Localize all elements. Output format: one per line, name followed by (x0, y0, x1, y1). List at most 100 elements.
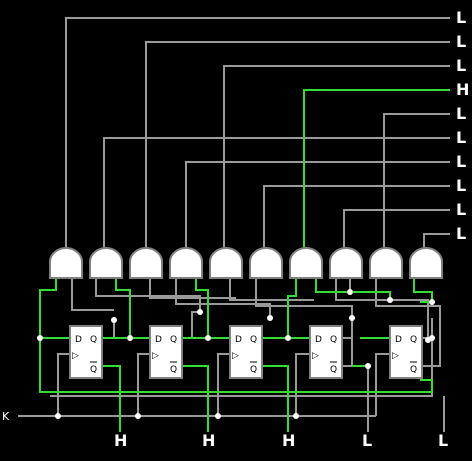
flipflop-d-label: D (155, 335, 162, 345)
ff3-q-high (260, 278, 297, 339)
output-label-1: L (456, 8, 466, 27)
and-gates (49, 247, 443, 279)
clk-tap-2 (137, 353, 150, 416)
flipflop-d-label: D (235, 335, 242, 345)
flipflop-clock-label: ▷ (72, 351, 79, 361)
ff2-q-high (180, 278, 209, 339)
flipflop-clock-label: ▷ (232, 351, 239, 361)
ff3-qbar-wire (260, 365, 289, 432)
flipflop-body (309, 325, 343, 379)
output-label-10: L (456, 224, 466, 243)
flipflop-qbar-label: Q (410, 365, 417, 375)
output-label-2: L (456, 32, 466, 51)
junction-dot (347, 289, 353, 295)
ff1-q-high (100, 278, 131, 339)
output-wire-9 (343, 209, 450, 250)
output-wire-2 (145, 41, 450, 250)
and-gate-9 (369, 247, 403, 279)
junction-dot (387, 297, 393, 303)
junction-dot (365, 363, 371, 369)
flipflop-qbar-label: Q (330, 365, 337, 375)
bit-label-4: L (362, 431, 372, 450)
output-wire-3 (223, 65, 450, 250)
flipflop-d-label: D (75, 335, 82, 345)
gate-feed-a (71, 278, 114, 311)
junction-dot (135, 413, 141, 419)
flipflop-clock-label: ▷ (152, 351, 159, 361)
flipflop-body (149, 325, 183, 379)
gate-feed-e (229, 278, 314, 301)
output-label-5: L (456, 104, 466, 123)
and-gate-7 (289, 247, 323, 279)
output-label-6: L (456, 128, 466, 147)
output-wire-5 (383, 113, 450, 250)
flipflop-body (389, 325, 423, 379)
gate-feed-d (175, 278, 271, 318)
flipflop-q-label: Q (90, 335, 97, 345)
clock-label: K (2, 410, 10, 423)
gate-feed-b (95, 278, 201, 312)
clk-tap-4 (295, 353, 310, 416)
flipflop-d-label: D (315, 335, 322, 345)
flipflop-clock-label: ▷ (312, 351, 319, 361)
gate10-feed-high (413, 278, 433, 303)
and-gate-4 (169, 247, 203, 279)
output-label-7: L (456, 152, 466, 171)
junction-dot (349, 315, 355, 321)
ff1-qbar-wire (100, 365, 121, 432)
junction-dot (37, 335, 43, 341)
junction-dot (215, 413, 221, 419)
gate-feed-g (335, 278, 429, 340)
junction-dot (127, 335, 133, 341)
flipflop-d-label: D (395, 335, 402, 345)
ff5-out-wire (50, 318, 433, 397)
flipflop-clock-label: ▷ (392, 351, 399, 361)
low-wires (18, 17, 450, 432)
output-wire-1 (65, 17, 450, 250)
junction-dot (429, 299, 435, 305)
and-gate-10 (409, 247, 443, 279)
junction-dot (205, 335, 211, 341)
flipflop-qbar-label: Q (90, 365, 97, 375)
clk-tap-5 (375, 353, 390, 416)
flipflop-body (229, 325, 263, 379)
clk-tap-1 (57, 353, 70, 416)
junction-dot (293, 413, 299, 419)
flipflop-qbar-label: Q (170, 365, 177, 375)
and-gate-3 (129, 247, 163, 279)
output-label-4: H (456, 80, 469, 99)
junction-dot (267, 315, 273, 321)
and-gate-2 (89, 247, 123, 279)
output-label-3: L (456, 56, 466, 75)
output-wire-10 (423, 233, 450, 250)
flipflop-q-label: Q (410, 335, 417, 345)
junction-dot (425, 337, 431, 343)
ff2-qbar-wire (180, 365, 209, 432)
output-label-9: L (456, 200, 466, 219)
bit-label-3: H (282, 431, 295, 450)
and-gate-1 (49, 247, 83, 279)
gate7-feed-high (315, 278, 391, 300)
output-wire-7 (185, 161, 450, 250)
flipflop-body (69, 325, 103, 379)
and-gate-5 (209, 247, 243, 279)
junctions (37, 289, 435, 419)
and-gate-8 (329, 247, 363, 279)
output-wire-8 (263, 185, 450, 250)
bit-label-1: H (114, 431, 127, 450)
junction-dot (111, 317, 117, 323)
junction-dot (55, 413, 61, 419)
output-label-8: L (456, 176, 466, 195)
feedback-loop (39, 278, 433, 393)
bit-label-2: H (202, 431, 215, 450)
output-wire-4-high (303, 89, 450, 250)
flipflop-qbar-label: Q (250, 365, 257, 375)
output-wire-6 (103, 137, 450, 250)
